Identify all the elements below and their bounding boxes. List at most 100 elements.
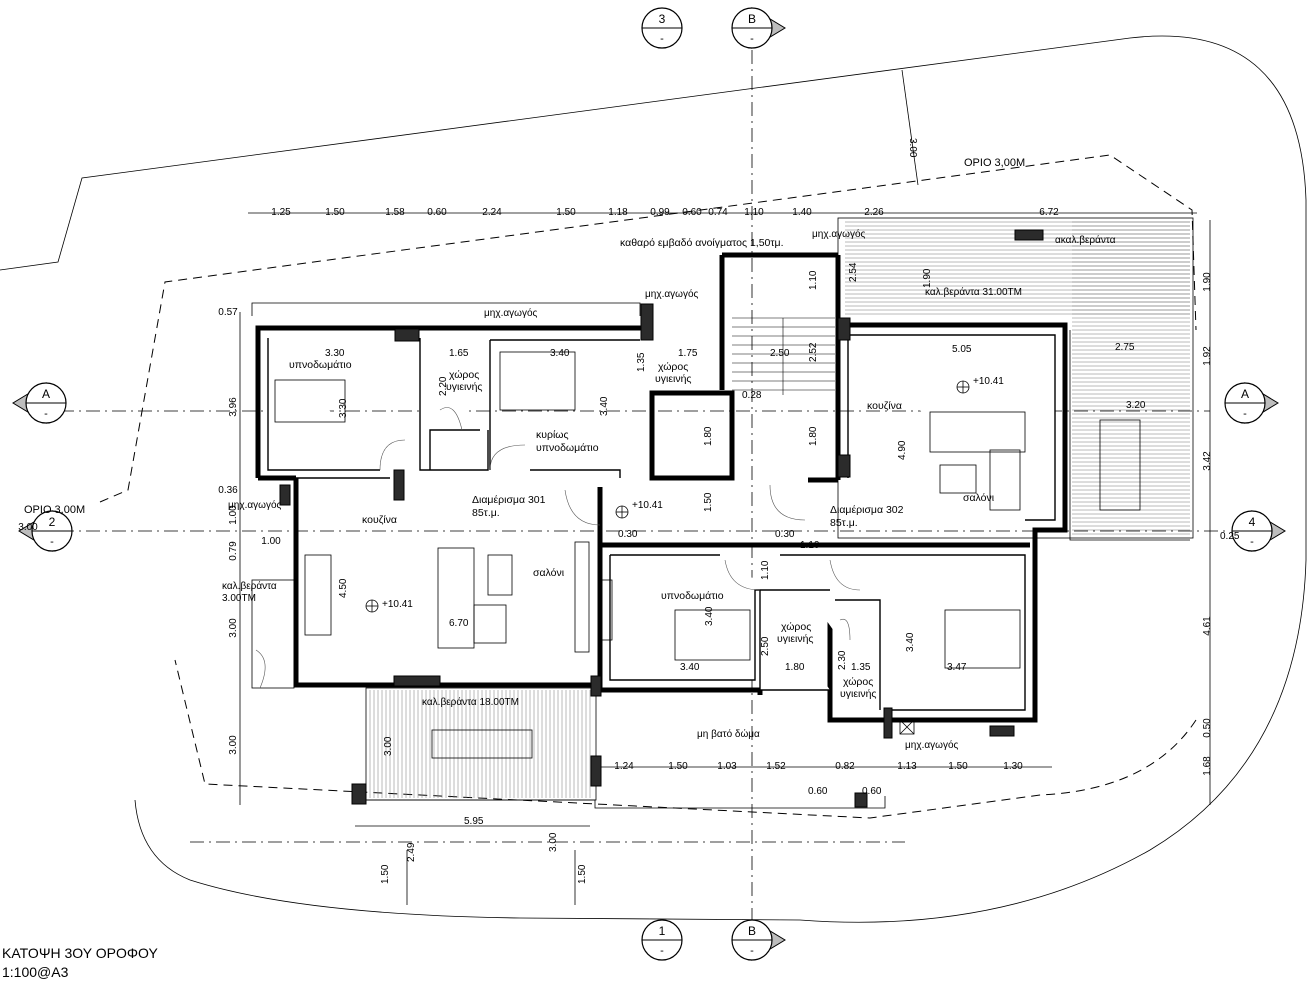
section-marker-bottom-B: B- [731,919,786,961]
section-marker-bottom-1: 1- [641,919,683,961]
apartment-302-interior-walls [609,334,1056,711]
dim-left-1: 3.96 [228,397,239,417]
veranda-top-decking [845,221,1190,535]
dim-060a: 0.60 [808,786,828,797]
veranda-bottom-decking [369,690,591,798]
dim-dimTop-11: 1.40 [792,207,812,218]
duct-label-left-top: μηχ.αγωγός [484,307,538,319]
room-living-302: σαλόνι [963,492,995,504]
apartment-301-name: Διαμέρισμα 301 [472,494,546,506]
dim-030a: 0.30 [618,529,638,540]
level-marker-301 [365,599,379,613]
dim-dimTop-12: 2.26 [864,207,884,218]
dim-dimBot-3: 1.52 [766,761,786,772]
marker-sheet: - [1250,536,1254,548]
dim-dimTop-7: 0.99 [650,207,670,218]
uncovered-veranda-label: ακαλ.βεράντα [1055,234,1116,246]
dim-250: 2.50 [770,348,790,359]
duct-label-center: μηχ.αγωγός [645,288,699,300]
apartment-301-interior-walls [267,338,640,479]
parapet-outline [251,302,1190,809]
apartment-301-area: 85τ.μ. [472,507,500,519]
dim-left-0: 0.57 [218,307,238,318]
dim-left-2: 0.36 [218,485,238,496]
drawing-scale: 1:100@A3 [2,964,69,980]
section-marker-right-A: A- [1224,382,1279,424]
section-marker-left-2: 2- [18,510,73,552]
dim-110: 1.10 [808,270,819,290]
drawing-title: ΚΑΤΟΨΗ 3ΟΥ ΟΡΟΦΟΥ [2,945,158,961]
orio-label-left: ΟΡΙΟ 3,00Μ [24,504,85,516]
veranda-left-area: 3.00ΤΜ [222,593,256,604]
dim-254: 2.54 [848,262,859,282]
marker-number: B [748,924,756,938]
dim-340c: 3.40 [704,606,715,626]
room-wc-core-2: υγιεινής [655,373,692,385]
dim-505: 5.05 [952,344,972,355]
door-swings [379,407,861,641]
dim-275: 2.75 [1115,342,1135,353]
dim-dimTop-9: 0.74 [708,207,728,218]
dim-150: 1.50 [703,492,714,512]
dim-030b: 0.30 [775,529,795,540]
section-marker-top-B: B- [731,7,786,49]
stair-treads [732,317,835,395]
dim-150a: 1.50 [380,864,391,884]
dim-dimTop-2: 1.58 [385,207,405,218]
dim-dimBot-0: 1.24 [614,761,634,772]
section-marker-right-4: 4- [1231,510,1286,552]
stair-core-walls [649,252,841,481]
dim-347: 3.47 [947,662,967,673]
veranda-top-label: καλ.βεράντα 31.00ΤΜ [925,286,1022,298]
dim-dimRight-1: 1.92 [1202,346,1213,366]
dim-dimTop-3: 0.60 [427,207,447,218]
dim-175: 1.75 [678,348,698,359]
dim-595: 5.95 [464,816,484,827]
marker-sheet: - [660,33,664,45]
marker-number: B [748,12,756,26]
dim-060b: 0.60 [862,786,882,797]
duct-label-bottom-right: μηχ.αγωγός [905,739,959,751]
veranda-left-label: καλ.βεράντα [222,580,277,592]
dim-dimBot-4: 0.82 [835,761,855,772]
dim-340e: 3.40 [905,632,916,652]
marker-number: A [1241,387,1249,401]
room-kitchen-302: κουζίνα [867,400,902,412]
marker-number: 1 [659,924,666,938]
dim-249: 2.49 [406,842,417,862]
dim-220: 2.20 [438,376,449,396]
veranda-bottom-label: καλ.βεράντα 18.00ΤΜ [422,696,519,708]
marker-number: 2 [49,515,56,529]
room-wc-core-1: χώρος [658,361,688,373]
site-boundary [0,35,1307,923]
marker-number: A [42,387,50,401]
dim-150b: 1.50 [577,864,588,884]
dim-dimBot-5: 1.13 [897,761,917,772]
marker-sheet: - [44,408,48,420]
room-master-2: υπνοδωμάτιο [536,442,599,454]
drawing-title-block: ΚΑΤΟΨΗ 3ΟΥ ΟΡΟΦΟΥ 1:100@A3 [2,944,158,982]
room-bedroom-302a: υπνοδωμάτιο [661,590,724,602]
dim-dimBot-2: 1.03 [717,761,737,772]
room-wc-301a-1: χώρος [449,369,479,381]
room-living-301: σαλόνι [533,567,565,579]
dim-110c: 1.10 [760,560,771,580]
structural-columns [279,229,1044,808]
dim-300b: 3.00 [548,832,559,852]
dim-180b: 1.80 [808,426,819,446]
dim-450: 4.50 [338,578,349,598]
section-marker-left-A: A- [12,382,67,424]
dim-340: 3.40 [550,348,570,359]
section-marker-top-3: 3- [641,7,683,49]
room-kitchen-301: κουζίνα [362,514,397,526]
dim-dimRight-3: 4.61 [1202,616,1213,636]
dim-135b: 1.35 [851,662,871,673]
dim-dimTop-10: 1.10 [744,207,764,218]
room-wc-302b-2: υγιεινής [840,688,877,700]
dim-670: 6.70 [449,618,469,629]
furniture [274,351,1141,759]
dim-dimBot-7: 1.30 [1003,761,1023,772]
dim-left-6: 3.00 [228,735,239,755]
dim-180a: 1.80 [703,426,714,446]
duct-symbol [899,719,915,735]
